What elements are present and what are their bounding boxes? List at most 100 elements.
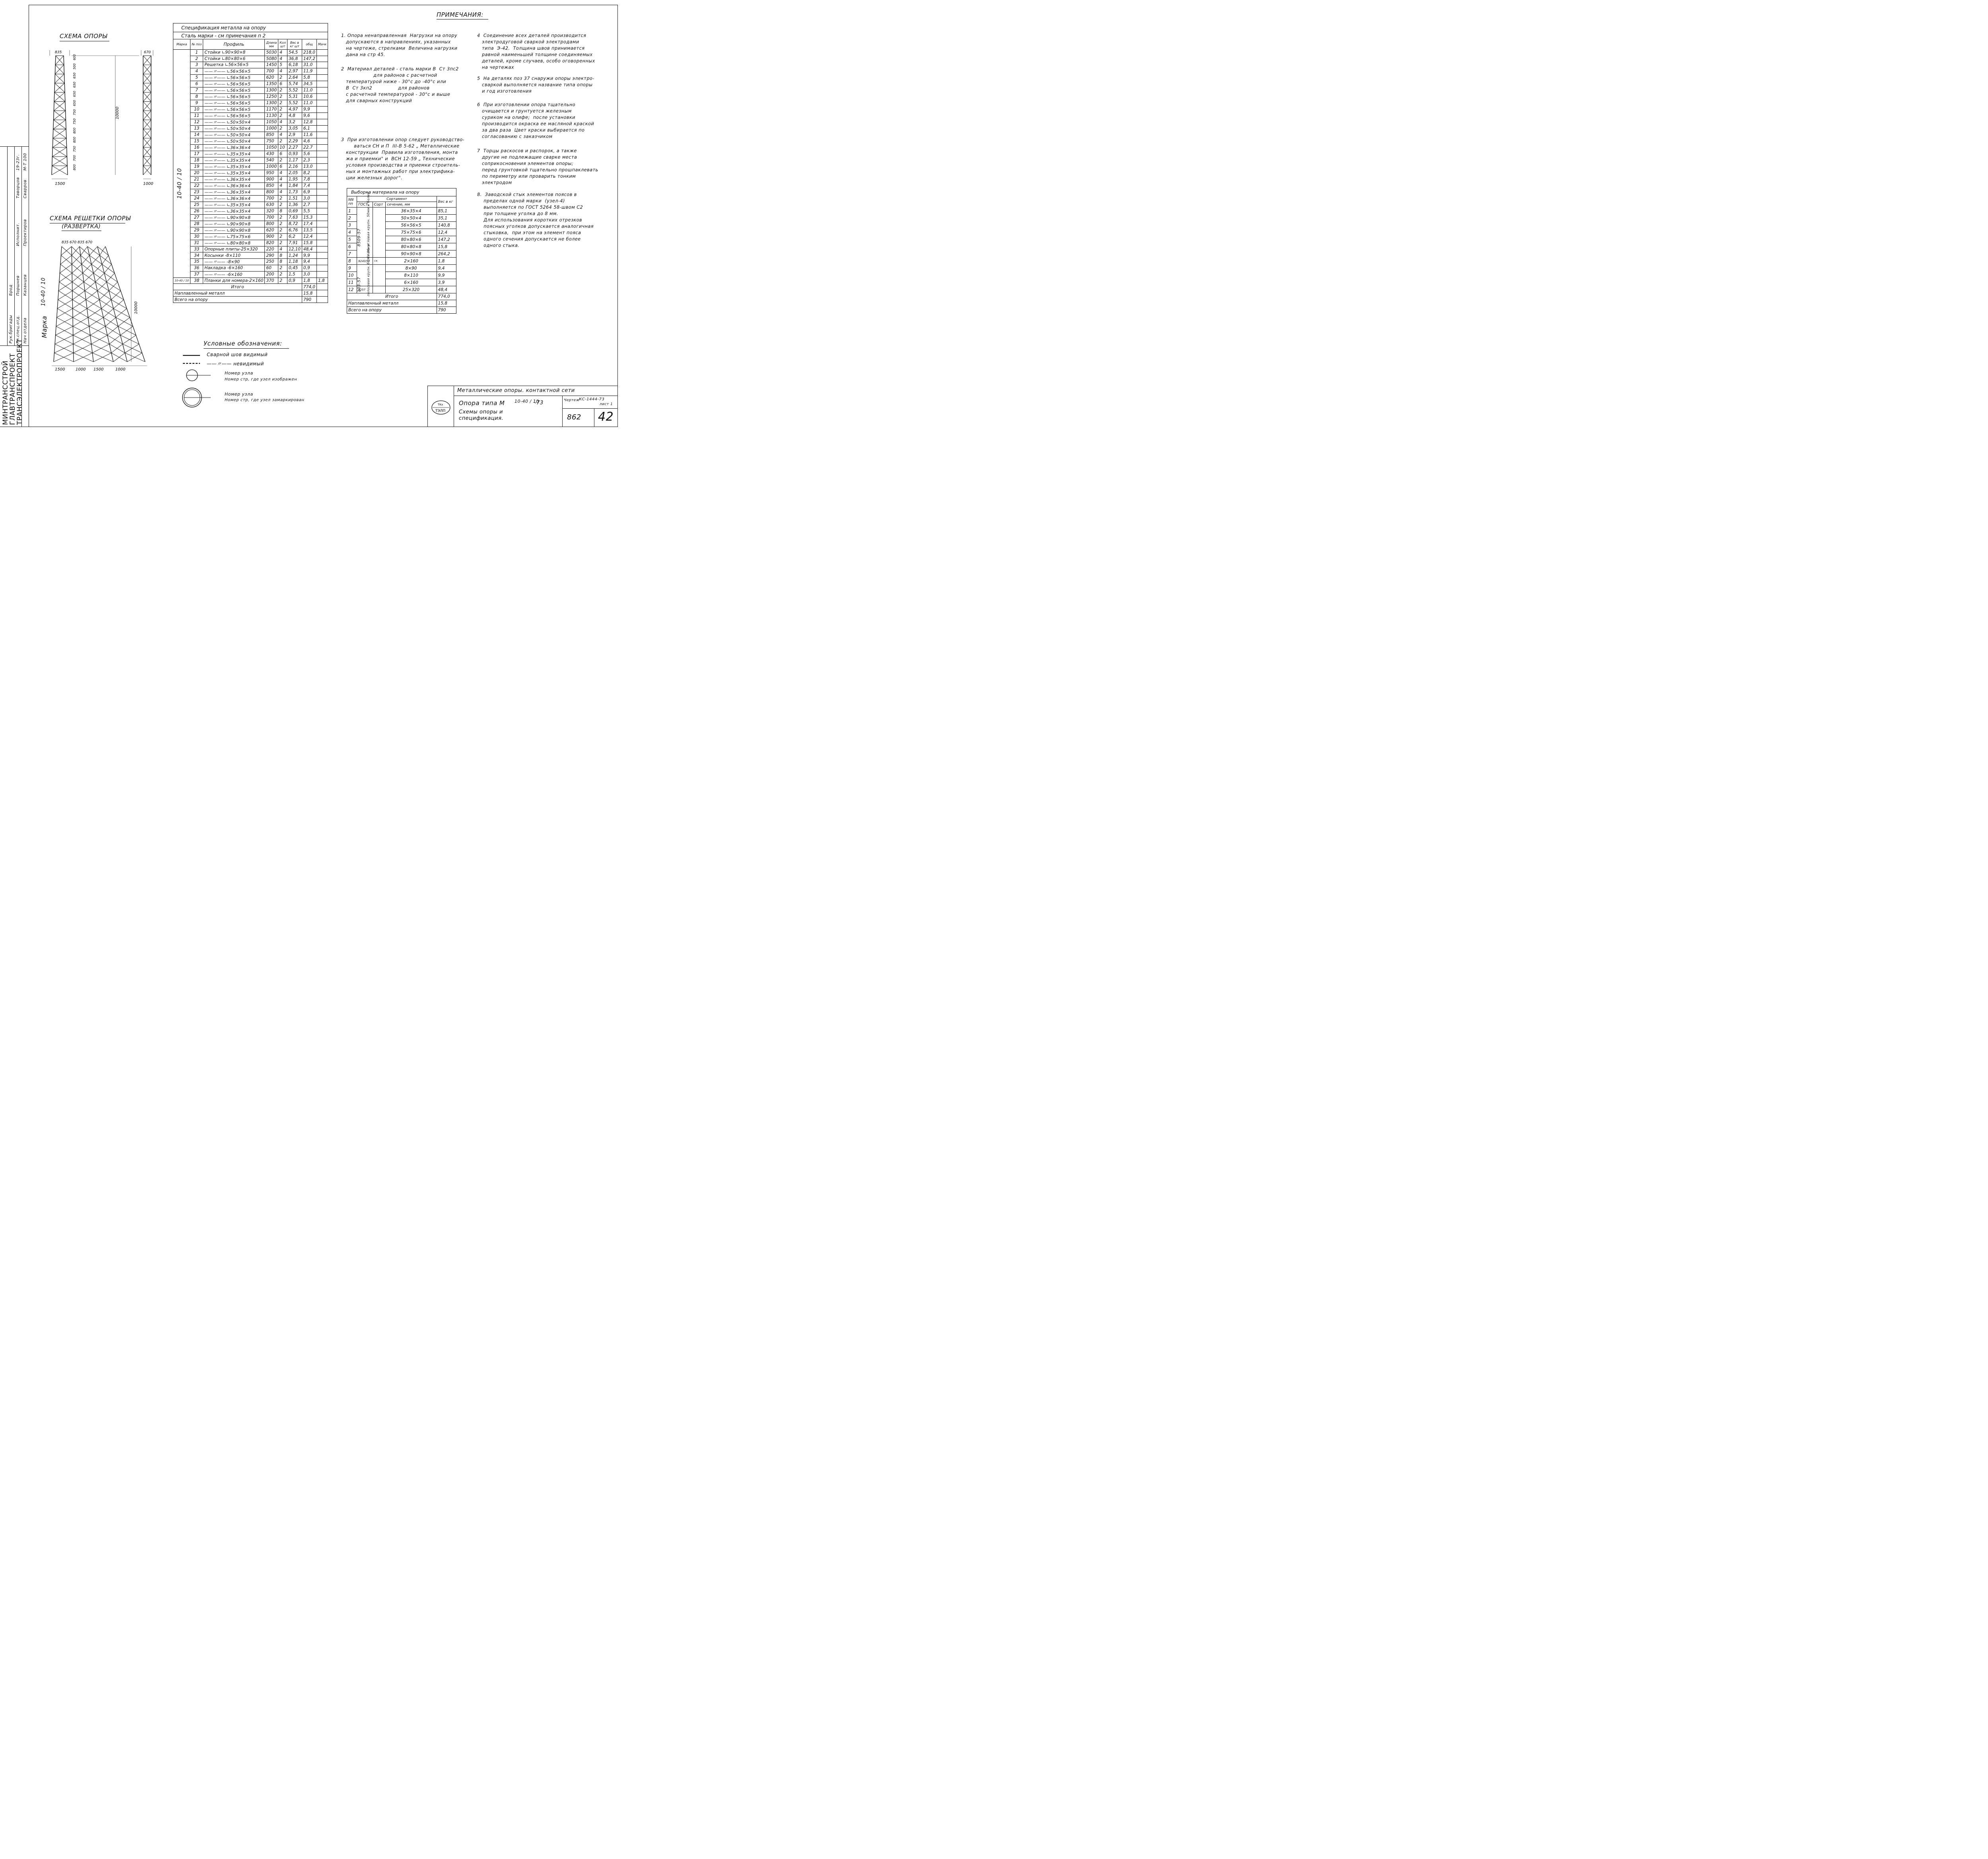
spec-cell: 22,7 [301, 144, 317, 151]
spec-cell: 4 [278, 169, 287, 177]
spec-cell: 12 [190, 118, 204, 126]
lattice-bar [72, 317, 89, 327]
spec-cell: 2 [278, 214, 287, 221]
spec-cell: 9,9 [301, 106, 317, 113]
lattice-top-dims: 835 670 835 670 [62, 241, 93, 245]
lattice-bar [73, 326, 89, 336]
spec-cell: 7,8 [301, 176, 317, 183]
spec-mark-cell [316, 195, 328, 202]
lattice-bar [79, 246, 90, 256]
sel-nn: 6 [346, 243, 357, 250]
spec-total-label: Итого [173, 283, 302, 291]
lattice-bar [104, 273, 118, 282]
spec-cell: ——〃—— ∟56×56×5 [203, 80, 265, 87]
legend-weld-visible: Сварной шов видимый [207, 352, 268, 357]
spec-mark-cell [316, 176, 328, 183]
lattice-bar [59, 273, 72, 282]
lattice-bar [143, 111, 151, 120]
spec-mark-cell [316, 74, 328, 81]
spec-mark-cell [316, 150, 328, 157]
spec-cell: 1300 [264, 87, 279, 94]
lattice-bar [73, 326, 91, 336]
lattice-bar [72, 246, 80, 256]
lattice-bar [143, 92, 151, 102]
lattice-bar [111, 344, 123, 353]
spec-mark-cell [316, 112, 328, 119]
legend-page-shown: Номер стр, где узел изображен [225, 377, 297, 382]
sel-gost-b: 103-57 [357, 277, 361, 292]
spec-cell: Стойки ∟80×80×6 [203, 55, 265, 62]
sel-weight: 147,2 [436, 236, 457, 243]
spec-mark-cell [316, 68, 328, 75]
sel-h-gost: ГОСТ, [357, 202, 373, 208]
legend-page-marked: Номер стр, где узел замаркирован [225, 398, 305, 402]
tb-type: Опора типа М [459, 400, 505, 407]
lattice-bar [54, 335, 74, 344]
spec-cell: 850 [264, 182, 279, 189]
spec-cell: ——〃—— ∟35×35×4 [203, 169, 265, 177]
spec-cell: 1,8 [301, 277, 317, 284]
sel-nn: 12 [346, 286, 357, 293]
stamp-cell: 19-23г. [16, 154, 20, 171]
notes-heading: ПРИМЕЧАНИЯ: [437, 11, 483, 18]
sel-h-weight: Вес в кг [436, 196, 457, 208]
spec-cell: 8 [278, 208, 287, 215]
spec-cell: 700 [264, 214, 279, 221]
sel-weight: 15,8 [436, 243, 457, 250]
lattice-bar [89, 246, 98, 256]
spec-cell: 3,05 [287, 125, 302, 132]
lattice-bar [58, 299, 73, 309]
spec-mark-cell [316, 106, 328, 113]
logo-mini: ТКх [437, 403, 443, 406]
spec-h-mark: Мачк [316, 39, 328, 50]
spec-cell: 4 [190, 68, 204, 75]
note-8: 8. Заводской стык элементов поясов в пре… [477, 192, 594, 248]
lattice-bar [124, 344, 139, 353]
sel-section: 25×320 [385, 286, 437, 293]
sel-nn: 5 [346, 236, 357, 243]
spec-cell: 36 [190, 264, 204, 272]
spec-cell: 540 [264, 157, 279, 164]
tb-number: 862 [567, 413, 581, 421]
lattice-bar [60, 255, 72, 264]
spec-cell: 12,4 [301, 233, 317, 240]
sel-total: 774,0 [436, 293, 457, 300]
lattice-bar [92, 343, 110, 353]
lattice-bar [71, 246, 81, 256]
spec-cell: 2 [278, 239, 287, 246]
lattice-bar [72, 308, 88, 318]
tb-divider [562, 408, 617, 409]
spec-mark-cell [316, 62, 328, 68]
lattice-bar [88, 308, 102, 318]
spec-cell: 29 [190, 227, 204, 234]
spec-mark-cell [316, 246, 328, 253]
spec-cell: 1170 [264, 106, 279, 113]
sel-weight: 1,8 [436, 257, 457, 265]
lattice-bar [143, 129, 151, 138]
spec-h-length: Длина мм [264, 39, 279, 50]
lattice-bar [83, 281, 98, 291]
sel-title: Выборка материала на опору [347, 188, 456, 196]
lattice-bar [56, 308, 73, 318]
spec-cell: ——〃—— ∟80×80×8 [203, 239, 265, 246]
lattice-bar [53, 111, 66, 120]
sel-weight: 140,8 [436, 221, 457, 229]
spec-cell: ——〃—— ∟56×56×5 [203, 68, 265, 75]
lattice-bar [109, 335, 120, 344]
spec-cell: ——〃—— ∟56×56×5 [203, 99, 265, 107]
spec-h-pos: № поз [190, 39, 204, 50]
lattice-bar [111, 299, 127, 309]
spec-cell: 0,45 [287, 264, 302, 272]
spec-all-label: Всего на опору [173, 296, 302, 303]
stamp-cell: Нач отдела [23, 317, 27, 343]
spec-cell: Планки для номера-2×160 [203, 277, 265, 284]
spec-mark-cell [316, 233, 328, 240]
spec-cell: ——〃—— ∟50×50×4 [203, 125, 265, 132]
sel-section: 6×160 [385, 279, 437, 286]
spec-cell: ——〃—— ∟36×35×4 [203, 176, 265, 183]
spec-cell: 2 [278, 227, 287, 234]
